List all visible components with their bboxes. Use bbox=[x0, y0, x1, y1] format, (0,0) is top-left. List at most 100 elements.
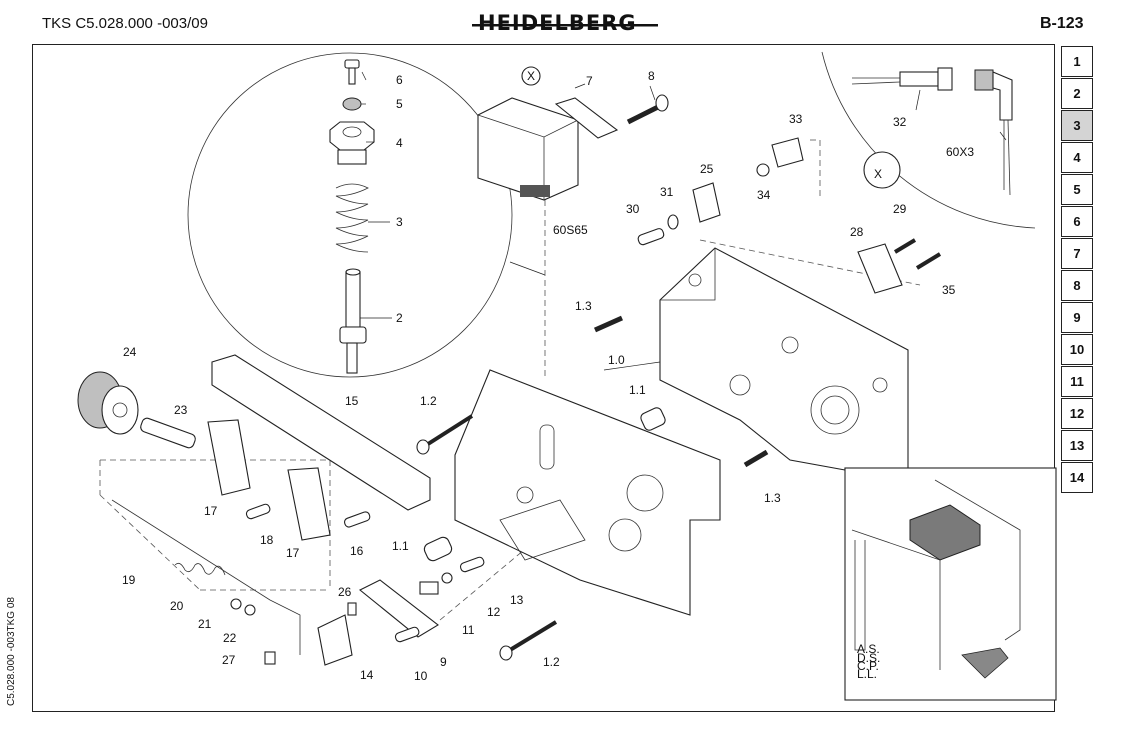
part-rod-19 bbox=[111, 499, 301, 655]
callout-22: 22 bbox=[223, 631, 237, 645]
part-bushing-1-1-lower bbox=[423, 536, 453, 562]
part-screw-10 bbox=[394, 626, 420, 643]
callout-34: 34 bbox=[757, 188, 771, 202]
callout-32: 32 bbox=[893, 115, 907, 129]
callout-14: 14 bbox=[360, 668, 374, 682]
tab-3[interactable]: 3 bbox=[1061, 110, 1093, 141]
part-screw-6 bbox=[344, 59, 360, 85]
part-screw-1-2-lower bbox=[499, 620, 558, 661]
tab-11[interactable]: 11 bbox=[1061, 366, 1093, 397]
part-bracket-14 bbox=[317, 614, 353, 666]
callout-1-1-upper: 1.1 bbox=[629, 383, 646, 397]
tab-13[interactable]: 13 bbox=[1061, 430, 1093, 461]
callout-8: 8 bbox=[648, 69, 655, 83]
part-nut-34 bbox=[756, 163, 770, 177]
callout-23: 23 bbox=[174, 403, 188, 417]
callout-1-0: 1.0 bbox=[608, 353, 625, 367]
document-code: TKS C5.028.000 -003/09 bbox=[42, 15, 208, 32]
part-rail-15 bbox=[211, 354, 431, 511]
callout-5: 5 bbox=[396, 97, 403, 111]
part-pin-2 bbox=[339, 268, 367, 374]
part-switch-60s65 bbox=[477, 97, 579, 201]
part-nut-11 bbox=[419, 581, 439, 595]
callout-13: 13 bbox=[510, 593, 524, 607]
part-washer-31 bbox=[667, 214, 679, 230]
part-knob-24 bbox=[77, 371, 139, 435]
part-pin-26 bbox=[347, 602, 357, 616]
inset-label-as: A.S. bbox=[857, 642, 880, 656]
callout-3: 3 bbox=[396, 215, 403, 229]
part-bushing-1-1-upper bbox=[640, 407, 666, 431]
callout-x-large: X bbox=[874, 167, 882, 181]
callout-1-3-lower: 1.3 bbox=[764, 491, 781, 505]
part-hex-fitting-4 bbox=[329, 121, 375, 165]
callout-15: 15 bbox=[345, 394, 359, 408]
tab-2[interactable]: 2 bbox=[1061, 78, 1093, 109]
page-reference: B-123 bbox=[1040, 15, 1084, 32]
tab-5[interactable]: 5 bbox=[1061, 174, 1093, 205]
part-clip-33 bbox=[771, 137, 804, 168]
callout-1-2-lower: 1.2 bbox=[543, 655, 560, 669]
part-shaft-23 bbox=[140, 417, 196, 449]
part-screw-29 bbox=[893, 238, 917, 254]
part-screw-16 bbox=[343, 511, 371, 528]
callout-12: 12 bbox=[487, 605, 501, 619]
tab-1[interactable]: 1 bbox=[1061, 46, 1093, 77]
tab-4[interactable]: 4 bbox=[1061, 142, 1093, 173]
part-clip-27 bbox=[264, 651, 276, 665]
tab-7[interactable]: 7 bbox=[1061, 238, 1093, 269]
callout-1-2-upper: 1.2 bbox=[420, 394, 437, 408]
callout-31: 31 bbox=[660, 185, 674, 199]
callout-4: 4 bbox=[396, 136, 403, 150]
part-screw-1-2-upper bbox=[416, 414, 474, 455]
callout-1-3-upper: 1.3 bbox=[575, 299, 592, 313]
callout-27: 27 bbox=[222, 653, 236, 667]
part-cable-32 bbox=[851, 67, 953, 91]
brand-logo: HEIDELBERG bbox=[478, 11, 637, 35]
inset-label-ds: D.S. bbox=[857, 651, 880, 665]
part-screw-18 bbox=[245, 503, 271, 520]
tab-14[interactable]: 14 bbox=[1061, 462, 1093, 493]
tab-12[interactable]: 12 bbox=[1061, 398, 1093, 429]
tab-9[interactable]: 9 bbox=[1061, 302, 1093, 333]
callout-6: 6 bbox=[396, 73, 403, 87]
part-washer-12 bbox=[441, 572, 453, 584]
callout-30: 30 bbox=[626, 202, 640, 216]
brand-bar bbox=[472, 24, 658, 27]
leader-lines bbox=[360, 71, 1007, 371]
part-screw-13 bbox=[459, 556, 485, 573]
part-spring-20 bbox=[174, 562, 226, 576]
diagram-frame bbox=[32, 44, 1055, 712]
part-bracket-25 bbox=[692, 182, 721, 223]
tab-10[interactable]: 10 bbox=[1061, 334, 1093, 365]
part-spring-3 bbox=[335, 183, 369, 253]
part-ring-22 bbox=[244, 604, 256, 616]
callout-28: 28 bbox=[850, 225, 864, 239]
part-screw-30 bbox=[637, 228, 665, 246]
part-nut-5 bbox=[342, 97, 362, 111]
part-washer-21 bbox=[230, 598, 242, 610]
callout-18: 18 bbox=[260, 533, 274, 547]
callout-33: 33 bbox=[789, 112, 803, 126]
tab-6[interactable]: 6 bbox=[1061, 206, 1093, 237]
part-plate-9 bbox=[358, 579, 439, 638]
callout-26: 26 bbox=[338, 585, 352, 599]
callout-16: 16 bbox=[350, 544, 364, 558]
callout-1-1-lower: 1.1 bbox=[392, 539, 409, 553]
callout-7: 7 bbox=[586, 74, 593, 88]
inset-label-ll: L.L. bbox=[857, 667, 877, 681]
part-connector-60x3 bbox=[974, 69, 1013, 196]
x-marker-small bbox=[521, 66, 541, 86]
tab-8[interactable]: 8 bbox=[1061, 270, 1093, 301]
part-plate-7 bbox=[554, 97, 619, 139]
callout-35: 35 bbox=[942, 283, 956, 297]
part-plate-28 bbox=[857, 243, 903, 294]
callout-25: 25 bbox=[700, 162, 714, 176]
callout-11: 11 bbox=[462, 623, 475, 637]
callout-24: 24 bbox=[123, 345, 137, 359]
callout-29: 29 bbox=[893, 202, 907, 216]
part-screw-8 bbox=[626, 94, 669, 125]
part-pin-1-3-lower bbox=[743, 449, 769, 468]
callout-60x3: 60X3 bbox=[946, 145, 974, 159]
